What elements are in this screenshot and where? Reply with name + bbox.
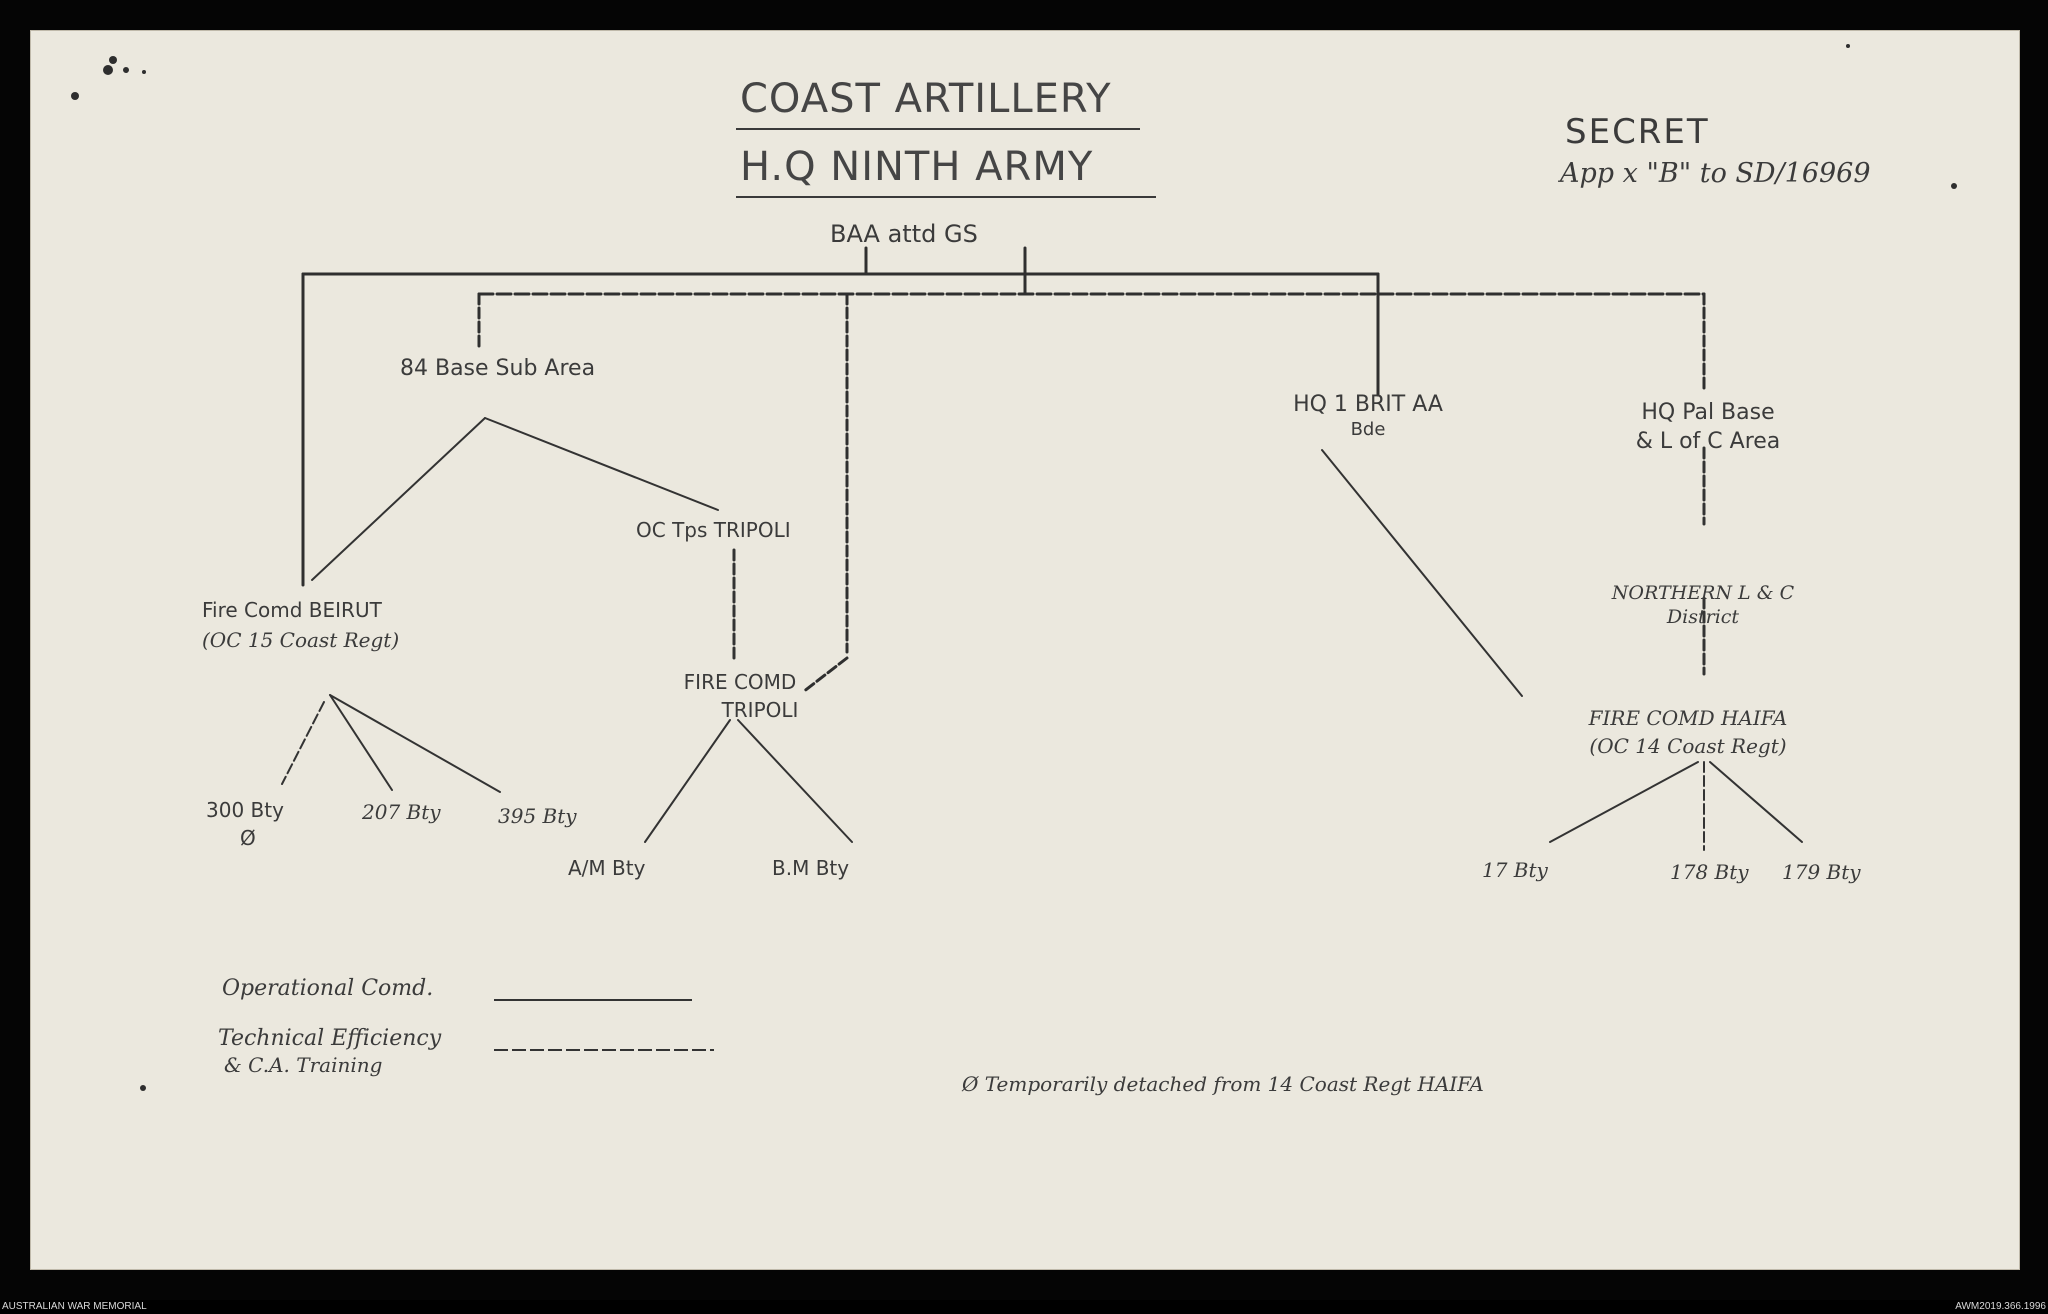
tripoli-to-am — [644, 719, 731, 843]
legend-technical-line1: Technical Efficiency — [218, 1026, 442, 1051]
node-northern-district-line2: District — [1666, 606, 1740, 628]
ink-specks — [71, 44, 1957, 1091]
legend-operational-label: Operational Comd. — [222, 976, 434, 1001]
node-fire-comd-haifa-line2: (OC 14 Coast Regt) — [1589, 734, 1787, 758]
node-hq-brit-aa-line1: HQ 1 BRIT AA — [1293, 392, 1443, 417]
haifa-to-17 — [1549, 761, 1699, 843]
node-fire-comd-tripoli: FIRE COMD TRIPOLI — [640, 670, 840, 722]
node-bm-bty: B.M Bty — [772, 856, 850, 880]
haifa-to-179 — [1709, 761, 1803, 843]
node-fire-comd-haifa-line1: FIRE COMD HAIFA — [1588, 706, 1788, 730]
node-178-bty: 178 Bty — [1670, 860, 1749, 884]
title-line-2: H.Q NINTH ARMY — [740, 144, 1094, 190]
archive-credit: AUSTRALIAN WAR MEMORIAL — [2, 1301, 147, 1312]
classification-stamp: SECRET — [1565, 112, 1710, 152]
node-oc-tps-tripoli: OC Tps TRIPOLI — [636, 518, 791, 542]
node-hq-brit-aa: HQ 1 BRIT AA Bde — [1258, 392, 1478, 440]
node-300-bty: 300 Bty — [206, 798, 284, 822]
accession-number: AWM2019.366.1996 — [1955, 1301, 2046, 1312]
reference-number: App x "B" to SD/16969 — [1560, 158, 1871, 189]
tripoli-dashed-diag — [801, 656, 849, 694]
beirut-to-300 — [281, 701, 325, 785]
org-chart-lines — [71, 44, 1957, 1091]
node-hq-brit-aa-line2: Bde — [1350, 419, 1386, 440]
node-fire-comd-beirut-line1: Fire Comd BEIRUT — [202, 598, 382, 622]
node-northern-district: NORTHERN L & C District — [1588, 582, 1818, 628]
node-fire-comd-beirut: Fire Comd BEIRUT (OC 15 Coast Regt) — [202, 598, 399, 652]
title-line-1: COAST ARTILLERY — [740, 76, 1112, 122]
brit-aa-to-haifa — [1321, 449, 1523, 697]
footer-bar — [0, 1300, 2048, 1314]
node-root-baa: BAA attd GS — [830, 220, 978, 248]
node-hq-pal-base-line1: HQ Pal Base — [1641, 400, 1775, 425]
node-17-bty: 17 Bty — [1482, 858, 1548, 882]
tripoli-to-bm — [737, 719, 853, 843]
footnote: Ø Temporarily detached from 14 Coast Reg… — [962, 1072, 1484, 1096]
node-84-base-sub-area: 84 Base Sub Area — [400, 356, 596, 381]
node-fire-comd-tripoli-line2: TRIPOLI — [721, 698, 799, 722]
base-to-oc-tripoli — [484, 417, 719, 511]
beirut-to-395 — [329, 694, 501, 793]
node-hq-pal-base: HQ Pal Base & L of C Area — [1598, 400, 1818, 454]
node-395-bty: 395 Bty — [498, 804, 577, 828]
node-fire-comd-haifa: FIRE COMD HAIFA (OC 14 Coast Regt) — [1538, 706, 1838, 758]
node-fire-comd-beirut-line2: (OC 15 Coast Regt) — [202, 628, 400, 652]
node-am-bty: A/M Bty — [568, 856, 646, 880]
node-northern-district-line1: NORTHERN L & C — [1611, 582, 1795, 604]
node-hq-pal-base-line2: & L of C Area — [1635, 429, 1781, 454]
legend-technical-line2: & C.A. Training — [224, 1053, 383, 1077]
node-fire-comd-tripoli-line1: FIRE COMD — [683, 670, 797, 694]
base-to-beirut — [311, 417, 486, 581]
node-300-bty-mark: Ø — [240, 826, 256, 850]
document-sheet: COAST ARTILLERY H.Q NINTH ARMY SECRET Ap… — [30, 30, 2020, 1270]
legend-technical-label: Technical Efficiency & C.A. Training — [218, 1026, 441, 1077]
node-179-bty: 179 Bty — [1782, 860, 1861, 884]
node-207-bty: 207 Bty — [362, 800, 441, 824]
beirut-to-207 — [329, 694, 393, 791]
